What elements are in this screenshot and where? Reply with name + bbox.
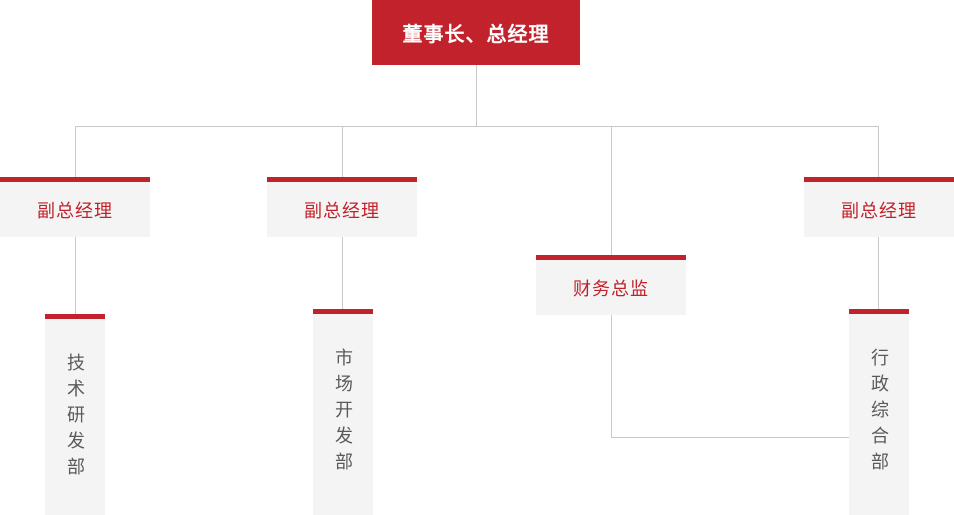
connector-cfo-to-admin-horizontal xyxy=(611,437,850,438)
node-department-admin-label: 行政综合部 xyxy=(869,348,889,478)
connector-cfo-to-admin-vertical xyxy=(611,315,612,438)
node-department-admin[interactable]: 行政综合部 xyxy=(849,309,909,515)
node-vice-general-manager-1[interactable]: 副总经理 xyxy=(0,177,150,237)
connector-drop-cfo xyxy=(611,126,612,255)
node-department-market-label: 市场开发部 xyxy=(333,348,353,478)
connector-drop-dept-1 xyxy=(75,237,76,314)
node-vice-general-manager-3-label: 副总经理 xyxy=(841,200,917,221)
node-department-rnd[interactable]: 技术研发部 xyxy=(45,314,105,515)
node-vice-general-manager-2-label: 副总经理 xyxy=(304,200,380,221)
connector-drop-vp-1 xyxy=(75,126,76,182)
connector-drop-dept-2 xyxy=(342,237,343,314)
root-node-label: 董事长、总经理 xyxy=(402,24,550,46)
node-department-market[interactable]: 市场开发部 xyxy=(313,309,373,515)
connector-drop-vp-3 xyxy=(878,126,879,182)
connector-drop-dept-3 xyxy=(878,237,879,314)
root-node-chairman-gm[interactable]: 董事长、总经理 xyxy=(372,0,580,65)
node-vice-general-manager-3[interactable]: 副总经理 xyxy=(804,177,954,237)
node-financial-director-label: 财务总监 xyxy=(573,278,649,299)
connector-drop-vp-2 xyxy=(342,126,343,182)
node-vice-general-manager-1-label: 副总经理 xyxy=(37,200,113,221)
connector-root-stem xyxy=(476,65,477,126)
node-department-rnd-label: 技术研发部 xyxy=(65,353,85,483)
node-financial-director[interactable]: 财务总监 xyxy=(536,255,686,315)
connector-distribution-bar xyxy=(75,126,879,127)
node-vice-general-manager-2[interactable]: 副总经理 xyxy=(267,177,417,237)
